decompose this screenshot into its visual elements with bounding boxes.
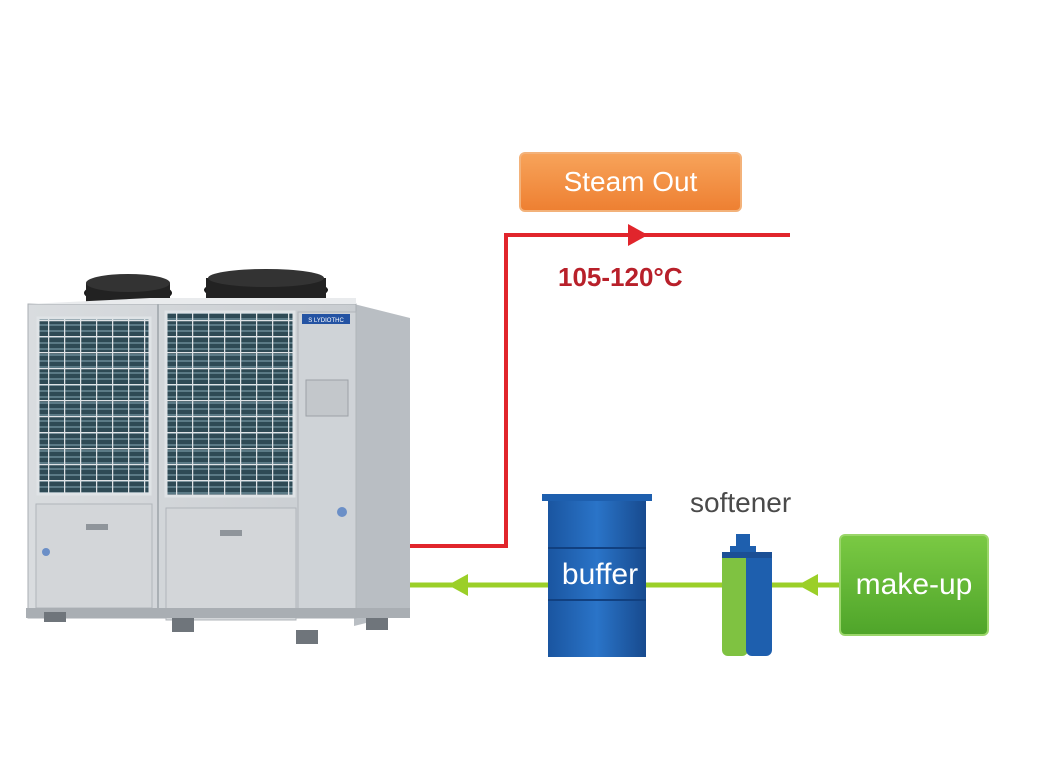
fan-icon: [204, 269, 328, 302]
unit-brand-label: S LYDIOTHC: [308, 318, 344, 324]
arrow-left-icon: [448, 574, 468, 596]
make-up-label: make-up: [855, 568, 973, 601]
softener-label: softener: [690, 487, 792, 518]
steam-out-box: Steam Out: [519, 152, 742, 212]
arrow-right-icon: [628, 224, 648, 246]
steam-out-label: Steam Out: [563, 166, 698, 197]
buffer-tank-icon: [542, 494, 652, 657]
arrow-left-icon: [798, 574, 818, 596]
temperature-label: 105-120°C: [558, 262, 683, 292]
heat-pump-unit-image: S LYDIOTHC: [26, 269, 410, 644]
make-up-box: make-up: [839, 534, 989, 636]
buffer-label: buffer: [561, 558, 639, 591]
softener-icon: [722, 534, 772, 656]
